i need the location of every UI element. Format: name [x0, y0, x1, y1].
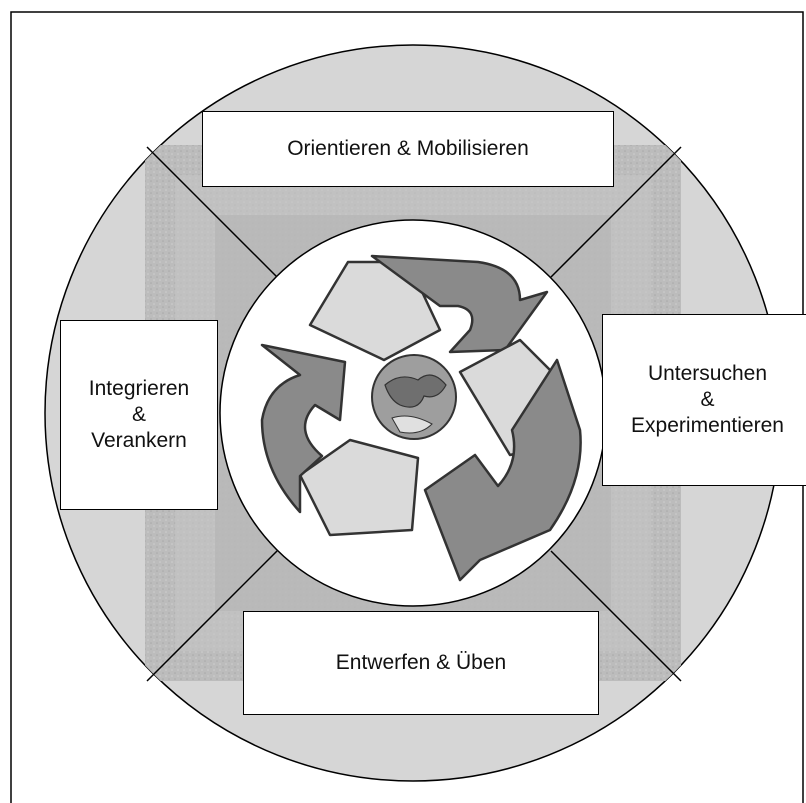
phase-box-right: Untersuchen & Experimentieren [602, 314, 806, 486]
quadrant-dividers [146, 146, 682, 682]
phase-label-explore-1: Untersuchen [647, 361, 768, 385]
phase-label-design: Entwerfen & Üben [335, 650, 507, 674]
phase-box-left: Integrieren & Verankern [60, 320, 218, 510]
phase-label-explore-3: Experimentieren [631, 414, 784, 438]
phase-label-integrate-2: & [131, 402, 146, 426]
phase-box-top: Orientieren & Mobilisieren [202, 111, 614, 187]
phase-label-integrate-1: Integrieren [88, 376, 190, 400]
phase-label-integrate-3: Verankern [91, 429, 187, 453]
phase-box-bottom: Entwerfen & Üben [243, 611, 599, 715]
globe-icon [371, 354, 457, 440]
phase-label-explore-2: & [700, 387, 715, 411]
phase-label-orient: Orientieren & Mobilisieren [287, 136, 529, 160]
recycle-arrows-icon [260, 254, 582, 582]
